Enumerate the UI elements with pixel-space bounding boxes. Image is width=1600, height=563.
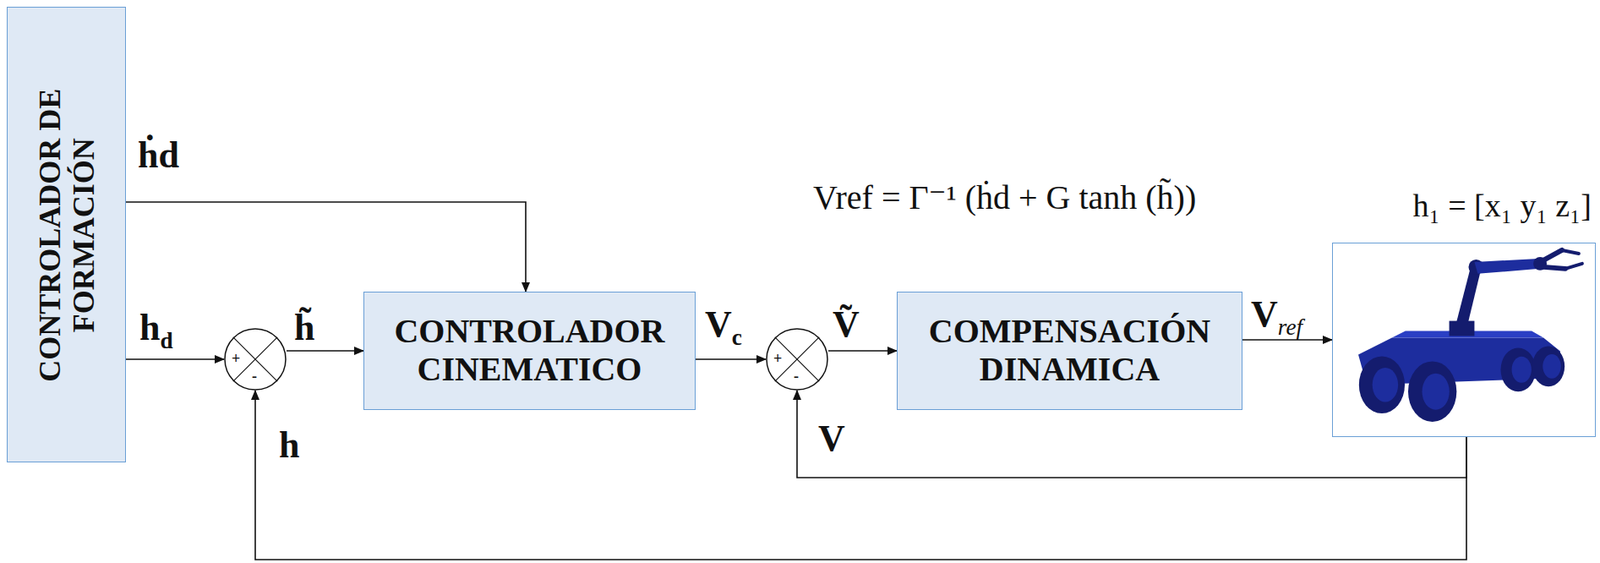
signal-label: Vref bbox=[1250, 295, 1303, 339]
wheel-hub bbox=[1422, 373, 1450, 410]
plus-sign: + bbox=[773, 350, 782, 366]
box-title: CONTROLADOR CINEMATICO bbox=[380, 312, 679, 389]
wheel-hub bbox=[1372, 367, 1398, 403]
process-box: COMPENSACIÓN DINAMICA bbox=[896, 291, 1243, 410]
wheel bbox=[1501, 347, 1536, 392]
circle-outline bbox=[766, 328, 828, 390]
wheel bbox=[1408, 360, 1457, 422]
minus-sign: - bbox=[793, 368, 799, 384]
signal-arrow bbox=[695, 358, 766, 361]
gripper bbox=[1543, 250, 1566, 269]
signal-arrow bbox=[125, 202, 526, 292]
box-title: COMPENSACIÓN DINAMICA bbox=[913, 312, 1226, 389]
signal-label: hd bbox=[139, 309, 174, 353]
signal-label: V bbox=[818, 420, 846, 458]
signal-arrow bbox=[125, 358, 224, 361]
signal-label: Vc bbox=[704, 305, 743, 350]
robot-illustration bbox=[1332, 243, 1595, 436]
signal-label: ḣd bbox=[137, 136, 180, 181]
control-law: Vref = Γ⁻¹ (ḣd + G tanh (h̃)) bbox=[813, 180, 1196, 215]
process-box: CONTROLADOR DE FORMACIÓN bbox=[6, 6, 126, 463]
summing-junction: +- bbox=[223, 327, 287, 391]
minus-sign: - bbox=[251, 368, 257, 384]
process-box: CONTROLADOR CINEMATICO bbox=[363, 291, 696, 410]
output-label: h₁ = [x₁ y₁ z₁] bbox=[1412, 189, 1592, 222]
wheel bbox=[1359, 355, 1405, 414]
robot-plant: h₁ = [x₁ y₁ z₁] bbox=[1332, 242, 1596, 437]
plus-sign: + bbox=[231, 350, 241, 366]
circle-outline bbox=[224, 328, 286, 390]
signal-label: h̃ bbox=[294, 309, 315, 347]
signal-arrow bbox=[286, 349, 364, 352]
summing-junction: +- bbox=[765, 327, 829, 391]
wheel bbox=[1532, 345, 1565, 387]
signal-label: h bbox=[278, 426, 300, 465]
gripper bbox=[1561, 250, 1583, 269]
signal-arrow bbox=[255, 390, 1467, 560]
signal-label: Ṽ bbox=[832, 305, 860, 344]
box-title: CONTROLADOR DE FORMACIÓN bbox=[32, 24, 102, 447]
signal-arrow bbox=[828, 349, 897, 352]
arm-link bbox=[1474, 258, 1540, 274]
wheel-hub bbox=[1542, 354, 1562, 379]
wheel-hub bbox=[1512, 356, 1532, 383]
